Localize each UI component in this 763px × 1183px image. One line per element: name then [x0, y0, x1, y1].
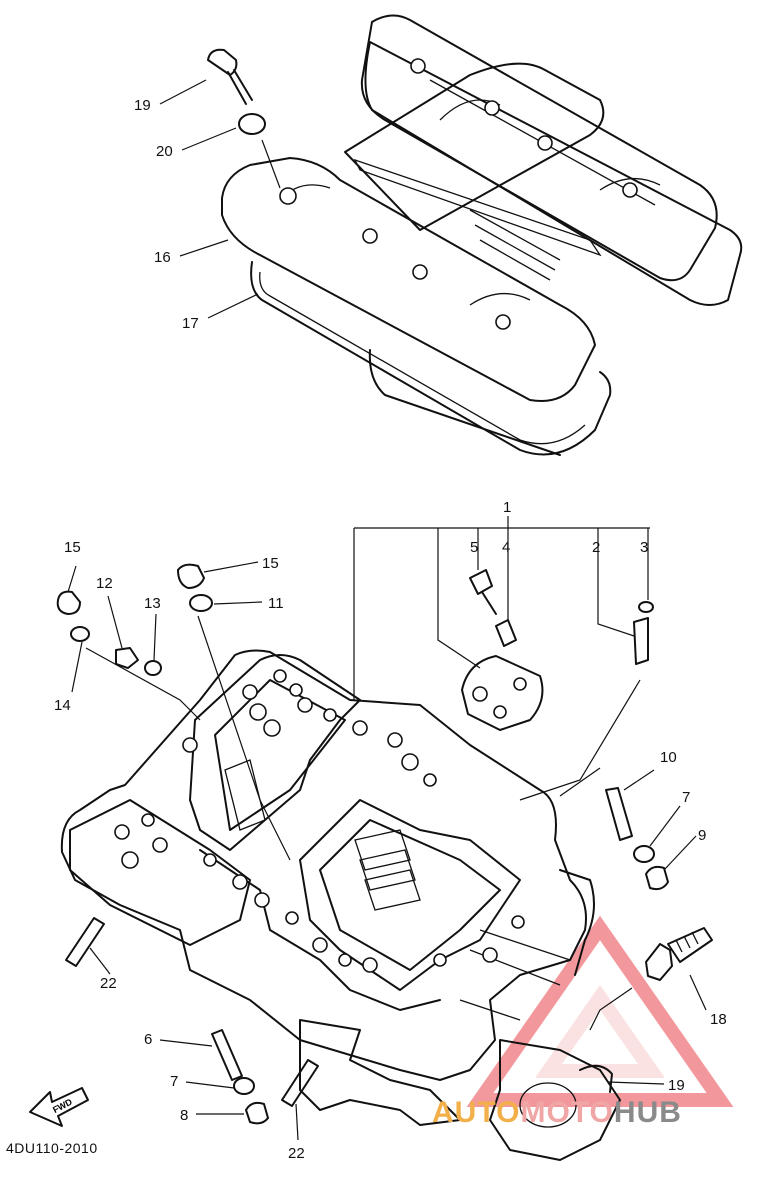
- callout-14: 14: [54, 697, 71, 714]
- callout-22-left: 22: [100, 975, 117, 992]
- callout-15-right: 15: [262, 555, 279, 572]
- stud-22-right: [281, 1059, 319, 1107]
- spark-plug-16: [645, 927, 713, 981]
- callout-16: 18: [710, 1011, 727, 1028]
- leader-lines: [67, 79, 707, 1141]
- callout-1: 1: [503, 499, 511, 516]
- callout-3: 3: [640, 539, 648, 556]
- guide-2: [633, 617, 649, 665]
- callout-8: 8: [180, 1107, 188, 1124]
- diagram-code: 4DU110-2010: [6, 1140, 98, 1156]
- callout-18: 16: [154, 249, 171, 266]
- washer-14: [70, 626, 90, 642]
- callout-20: 19: [134, 97, 151, 114]
- nut-9: [645, 865, 669, 891]
- callout-13: 13: [144, 595, 161, 612]
- fwd-label: FWD: [51, 1096, 74, 1115]
- screw-5: [469, 569, 497, 615]
- callout-7-left: 7: [170, 1073, 178, 1090]
- stud-6: [211, 1029, 243, 1081]
- callout-12: 12: [96, 575, 113, 592]
- watermark-text: AUTOMOTOHUB: [432, 1096, 682, 1130]
- callout-2: 2: [592, 539, 600, 556]
- gasket-17: [579, 1064, 613, 1093]
- cap-15-right: [177, 563, 205, 589]
- callout-15-left: 15: [64, 539, 81, 556]
- callout-5: 5: [470, 539, 478, 556]
- cylinder-head-cover-assembly: [221, 14, 743, 456]
- callout-17: 19: [668, 1077, 685, 1094]
- washer-7-right: [633, 845, 655, 863]
- washer-7-left: [233, 1077, 255, 1095]
- cap-15-left: [56, 590, 81, 615]
- callout-labels: 19 20 16 17 1 5 4 2 3 15 12 13 14 15 11 …: [54, 97, 727, 1162]
- pin-4: [495, 619, 517, 647]
- stud-22-left: [65, 917, 105, 967]
- washer-11: [189, 594, 213, 612]
- washer-3: [638, 601, 654, 613]
- bolt-20: [207, 48, 253, 105]
- watermark-hub: HUB: [613, 1096, 682, 1129]
- watermark-triangle-logo: [466, 915, 734, 1107]
- fwd-arrow-icon: [29, 1087, 89, 1127]
- cylinder-head: [60, 649, 621, 1161]
- bracket-sub-assy: [461, 655, 544, 731]
- stud-10: [605, 787, 633, 841]
- callout-10: 10: [660, 749, 677, 766]
- washer-13: [144, 660, 162, 676]
- callout-11: 11: [268, 595, 284, 612]
- callout-7-right: 7: [682, 789, 690, 806]
- part-12: [115, 647, 139, 669]
- callout-19: 17: [182, 315, 199, 332]
- callout-9: 9: [698, 827, 706, 844]
- callout-6: 6: [144, 1031, 152, 1048]
- watermark-auto: AUTO: [432, 1096, 521, 1129]
- callout-22-right: 22: [288, 1145, 305, 1162]
- watermark-moto: MOTO: [520, 1096, 614, 1129]
- callout-4: 4: [502, 539, 510, 556]
- nut-8: [245, 1101, 269, 1125]
- washer-21: [238, 113, 266, 135]
- callout-21: 20: [156, 143, 173, 160]
